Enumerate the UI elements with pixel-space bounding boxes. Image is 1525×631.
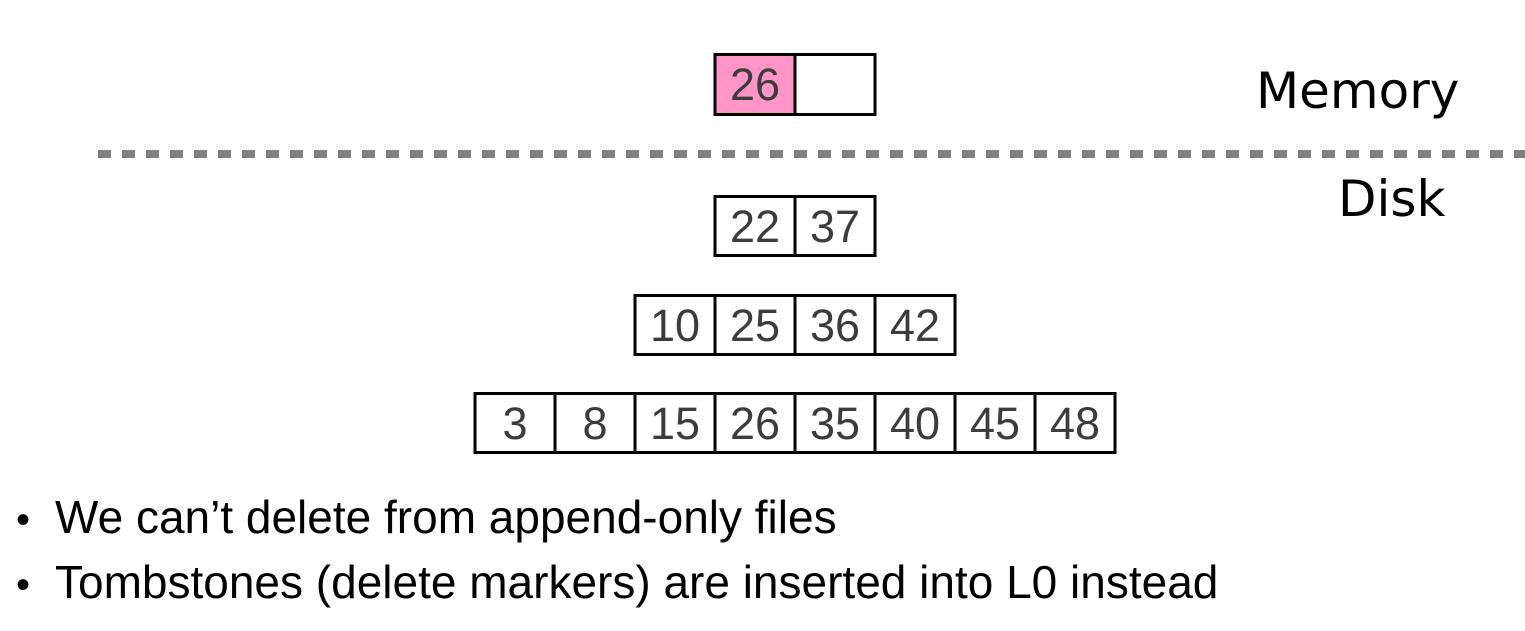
bullet-marker: • (16, 498, 31, 542)
sstable-cell: 35 (793, 392, 877, 454)
sstable-cell: 8 (553, 392, 637, 454)
sstable-cell: 48 (1033, 392, 1117, 454)
sstable-cell: 37 (793, 195, 877, 257)
memtable-cell: 26 (713, 53, 797, 116)
memory-disk-divider (98, 150, 1525, 158)
bullet-item: • Tombstones (delete markers) are insert… (16, 551, 1218, 616)
memtable-row: 26 (713, 53, 877, 116)
sstable-level-1-row: 10 25 36 42 (633, 294, 957, 356)
bullet-text: We can’t delete from append-only files (55, 491, 837, 543)
sstable-cell: 15 (633, 392, 717, 454)
sstable-cell: 45 (953, 392, 1037, 454)
sstable-cell: 3 (473, 392, 557, 454)
sstable-cell: 36 (793, 294, 877, 356)
bullet-marker: • (16, 563, 31, 607)
sstable-cell: 10 (633, 294, 717, 356)
memory-label: Memory (1256, 62, 1460, 120)
sstable-cell: 22 (713, 195, 797, 257)
sstable-cell: 40 (873, 392, 957, 454)
sstable-cell: 25 (713, 294, 797, 356)
bullet-text: Tombstones (delete markers) are inserted… (55, 556, 1219, 608)
sstable-cell: 42 (873, 294, 957, 356)
sstable-level-0-row: 22 37 (713, 195, 877, 257)
sstable-cell: 26 (713, 392, 797, 454)
memtable-cell-empty (793, 53, 877, 116)
sstable-level-2-row: 3 8 15 26 35 40 45 48 (473, 392, 1117, 454)
disk-label: Disk (1338, 170, 1446, 228)
bullet-item: • We can’t delete from append-only files (16, 486, 1218, 551)
bullet-list: • We can’t delete from append-only files… (16, 486, 1218, 616)
